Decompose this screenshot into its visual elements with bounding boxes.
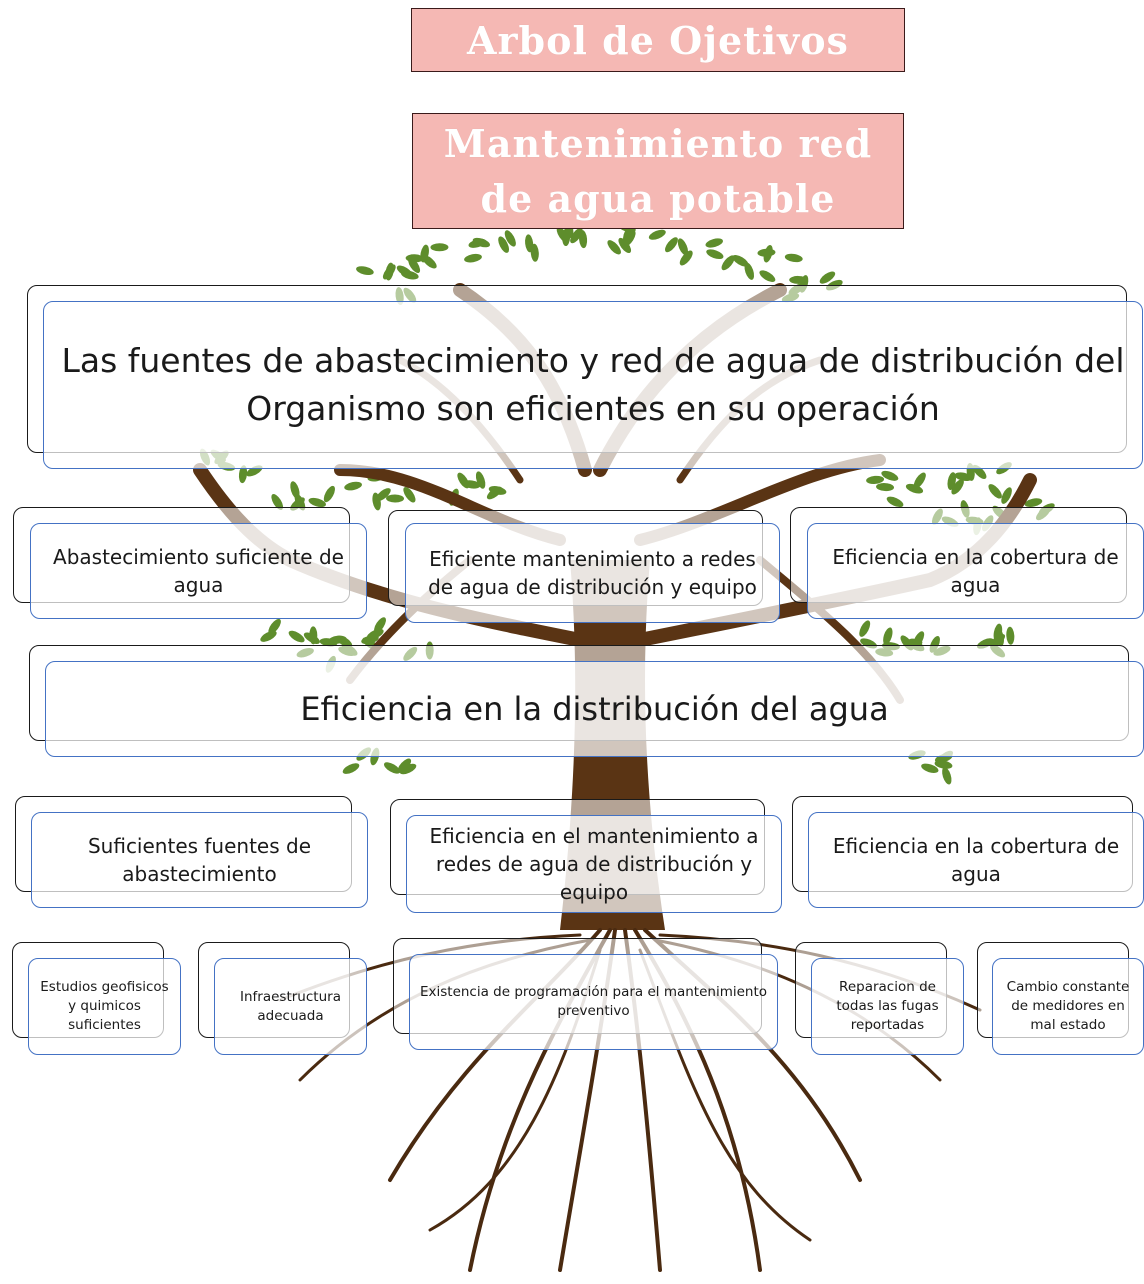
leaf bbox=[732, 255, 749, 267]
level2-text-1: Abastecimiento suficiente de agua bbox=[30, 523, 367, 619]
leaf bbox=[881, 470, 899, 481]
leaf bbox=[430, 243, 449, 252]
leaf bbox=[789, 275, 808, 284]
level5-box-2: Infraestructura adecuada bbox=[198, 942, 367, 1055]
level5-text-3: Existencia de programación para el mante… bbox=[409, 954, 778, 1050]
leaf bbox=[1024, 498, 1043, 508]
level4-box-3: Eficiencia en la cobertura de agua bbox=[792, 796, 1144, 908]
leaf bbox=[403, 487, 416, 503]
level4-text-1: Suficientes fuentes de abastecimiento bbox=[31, 812, 368, 908]
leaf bbox=[1001, 487, 1012, 504]
leaf bbox=[472, 237, 490, 248]
level2-text-2: Eficiente mantenimiento a redes de agua … bbox=[405, 523, 780, 623]
central-box: Eficiencia en la distribución del agua bbox=[29, 645, 1144, 757]
diagram-subtitle: Mantenimiento red de agua potable bbox=[412, 113, 904, 229]
leaf bbox=[356, 266, 374, 276]
leaf bbox=[607, 240, 621, 255]
leaf bbox=[386, 494, 405, 503]
leaf bbox=[921, 763, 939, 773]
level5-box-5: Cambio constante de medidores en mal est… bbox=[977, 942, 1144, 1055]
leaf bbox=[384, 762, 401, 774]
leaf bbox=[486, 486, 502, 500]
leaf bbox=[1006, 626, 1015, 645]
leaf bbox=[408, 257, 421, 274]
leaf bbox=[336, 635, 353, 648]
leaf bbox=[819, 271, 836, 284]
level5-box-1: Estudios geofisicos y quimicos suficient… bbox=[12, 942, 181, 1055]
level5-box-3: Existencia de programación para el mante… bbox=[393, 938, 778, 1050]
level5-text-4: Reparacion de todas las fugas reportadas bbox=[811, 958, 964, 1055]
leaf bbox=[905, 483, 924, 494]
leaf bbox=[859, 620, 871, 637]
level4-box-2: Eficiencia en el mantenimiento a redes d… bbox=[390, 799, 782, 913]
level2-box-3: Eficiencia en la cobertura de agua bbox=[790, 507, 1144, 619]
leaf bbox=[504, 230, 516, 247]
leaf bbox=[323, 485, 335, 503]
leaf bbox=[420, 244, 429, 263]
leaf bbox=[342, 763, 360, 774]
leaf bbox=[876, 483, 895, 492]
leaf bbox=[763, 245, 773, 263]
level4-text-3: Eficiencia en la cobertura de agua bbox=[808, 812, 1144, 908]
leaf bbox=[530, 243, 539, 262]
leaf bbox=[238, 465, 248, 484]
leaf bbox=[913, 472, 926, 489]
leaf bbox=[934, 760, 953, 769]
leaf bbox=[677, 238, 689, 256]
leaf bbox=[344, 481, 362, 491]
leaf bbox=[382, 264, 396, 280]
leaf bbox=[883, 627, 893, 645]
level4-box-1: Suficientes fuentes de abastecimiento bbox=[15, 796, 368, 908]
leaf bbox=[705, 238, 723, 248]
leaf bbox=[464, 253, 482, 263]
level4-text-2: Eficiencia en el mantenimiento a redes d… bbox=[406, 815, 782, 913]
leaf bbox=[759, 270, 776, 282]
leaf bbox=[784, 253, 803, 263]
leaf bbox=[706, 249, 724, 260]
leaf bbox=[319, 638, 338, 647]
main-objective-box: Las fuentes de abastecimiento y red de a… bbox=[27, 285, 1143, 469]
leaf bbox=[397, 758, 412, 773]
leaf bbox=[866, 475, 885, 484]
leaf bbox=[951, 479, 964, 495]
level5-text-5: Cambio constante de medidores en mal est… bbox=[992, 958, 1144, 1055]
leaf bbox=[988, 484, 1002, 499]
leaf bbox=[498, 236, 510, 253]
central-text: Eficiencia en la distribución del agua bbox=[45, 661, 1144, 757]
leaf bbox=[648, 229, 666, 240]
level2-text-3: Eficiencia en la cobertura de agua bbox=[807, 523, 1144, 619]
leaf bbox=[290, 481, 300, 499]
main-objective-text: Las fuentes de abastecimiento y red de a… bbox=[43, 301, 1143, 469]
level5-text-1: Estudios geofisicos y quimicos suficient… bbox=[28, 958, 181, 1055]
leaf bbox=[679, 250, 693, 266]
leaf bbox=[570, 227, 583, 244]
leaf bbox=[288, 630, 305, 643]
leaf bbox=[942, 767, 952, 785]
leaf bbox=[744, 262, 755, 280]
leaf bbox=[309, 626, 318, 645]
leaf bbox=[457, 472, 470, 489]
level5-box-4: Reparacion de todas las fugas reportadas bbox=[795, 942, 964, 1055]
leaf bbox=[721, 255, 735, 271]
leaf bbox=[399, 763, 417, 775]
leaf bbox=[268, 618, 281, 635]
leaf bbox=[374, 617, 386, 633]
leaf bbox=[995, 628, 1004, 647]
leaf bbox=[886, 496, 904, 508]
leaf bbox=[372, 492, 381, 511]
level2-box-1: Abastecimiento suficiente de agua bbox=[13, 507, 367, 619]
leaf bbox=[947, 472, 956, 490]
leaf bbox=[401, 270, 419, 280]
leaf bbox=[308, 497, 326, 508]
level2-box-2: Eficiente mantenimiento a redes de agua … bbox=[388, 510, 780, 623]
leaf bbox=[665, 237, 678, 253]
leaf bbox=[622, 229, 632, 248]
diagram-title: Arbol de Ojetivos bbox=[411, 8, 905, 72]
leaf bbox=[578, 230, 588, 249]
leaf bbox=[271, 494, 284, 510]
level5-text-2: Infraestructura adecuada bbox=[214, 958, 367, 1055]
